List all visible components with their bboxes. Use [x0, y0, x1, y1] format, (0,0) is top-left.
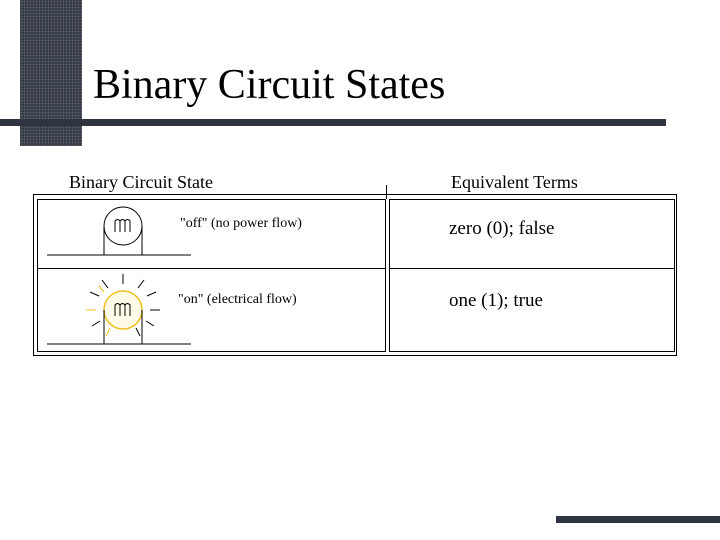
- bulb-on-icon: [47, 274, 191, 345]
- cell-on-state: [37, 268, 386, 352]
- on-state-description: "on" (electrical flow): [178, 292, 297, 307]
- off-equivalent-terms: zero (0); false: [449, 218, 555, 239]
- header-binary-state: Binary Circuit State: [69, 172, 213, 192]
- title-rule: [0, 119, 666, 126]
- bottom-rule: [556, 516, 720, 523]
- header-divider: [386, 185, 387, 199]
- circuit-table: [33, 194, 677, 356]
- on-equivalent-terms: one (1); true: [449, 290, 543, 311]
- off-state-description: "off" (no power flow): [180, 216, 302, 231]
- bulb-off-icon: [47, 206, 191, 256]
- slide-title: Binary Circuit States: [93, 62, 446, 108]
- header-equivalent-terms: Equivalent Terms: [451, 172, 578, 192]
- cell-on-terms: [389, 268, 675, 352]
